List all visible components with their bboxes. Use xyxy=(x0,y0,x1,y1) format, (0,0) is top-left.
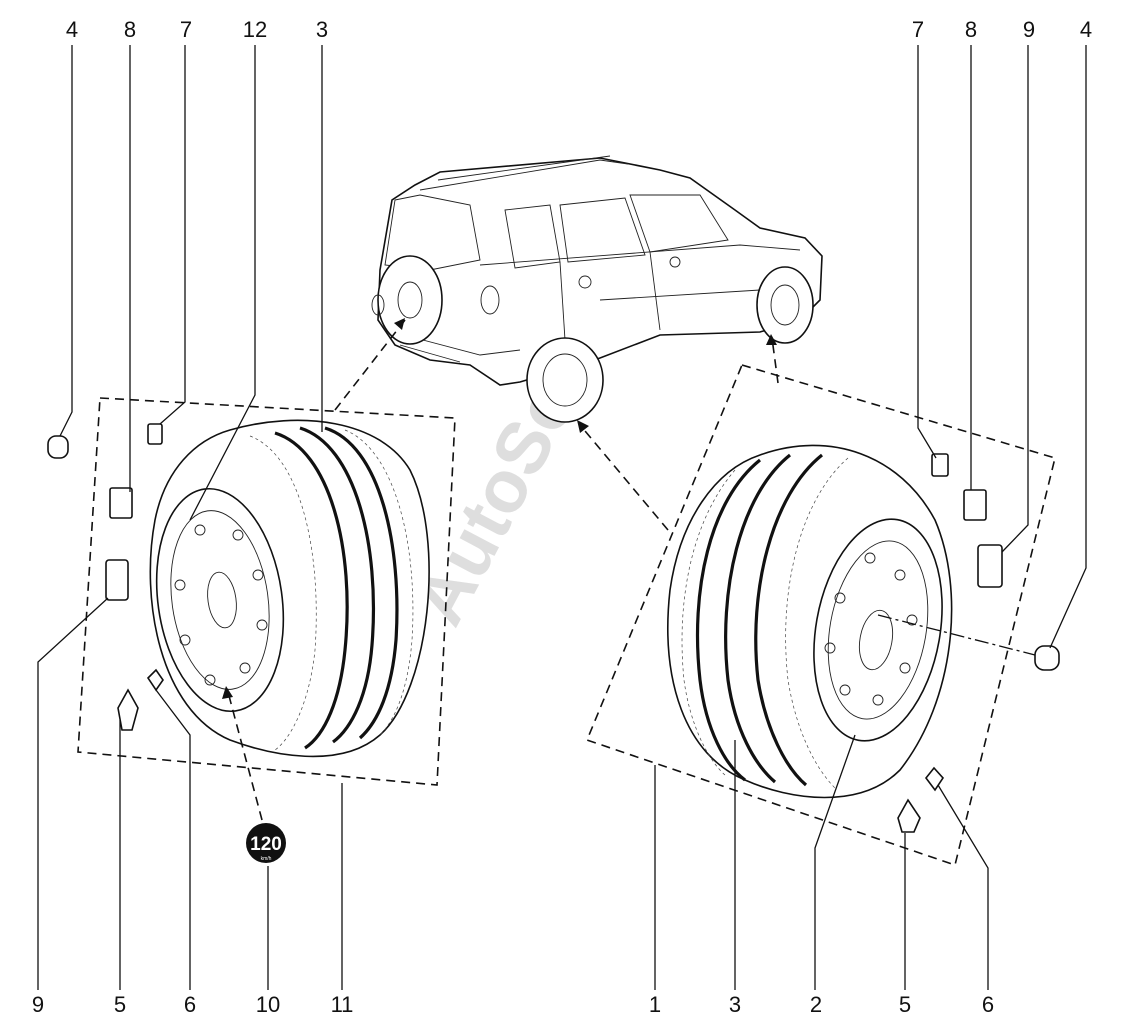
left-kit-boundary xyxy=(77,397,456,786)
callout-right-top-4: 4 xyxy=(1080,17,1092,42)
callout-left-bottom-2: 5 xyxy=(114,992,126,1017)
part-7-left xyxy=(147,423,163,445)
callout-right-top-2: 8 xyxy=(965,17,977,42)
badge-value: 120 xyxy=(250,834,282,855)
part-6-right xyxy=(924,766,945,792)
left-rim-holes xyxy=(174,524,268,686)
callout-right-bottom-1: 1 xyxy=(649,992,661,1017)
callout-labels: 4 8 7 12 3 7 8 9 4 9 5 6 10 11 1 3 2 5 6 xyxy=(32,17,1092,1017)
part-8-left xyxy=(109,487,133,519)
right-kit-boundary xyxy=(585,364,1056,867)
callout-right-bottom-4: 5 xyxy=(899,992,911,1017)
callout-right-top-1: 7 xyxy=(912,17,924,42)
part-8-right xyxy=(963,489,987,521)
callout-left-top-1: 4 xyxy=(66,17,78,42)
callout-left-top-4: 12 xyxy=(243,17,267,42)
leader-lines xyxy=(37,45,1087,990)
callout-left-bottom-3: 6 xyxy=(184,992,196,1017)
callout-right-bottom-5: 6 xyxy=(982,992,994,1017)
vehicle-illustration xyxy=(371,155,823,423)
left-wheel-assembly: 120 km/h xyxy=(47,397,456,863)
callout-left-top-3: 7 xyxy=(180,17,192,42)
part-4-right xyxy=(1034,645,1060,671)
callout-right-bottom-2: 3 xyxy=(729,992,741,1017)
part-5-left xyxy=(117,688,139,731)
part-6-left xyxy=(146,668,164,692)
callout-left-top-5: 3 xyxy=(316,17,328,42)
part-9-right xyxy=(977,544,1003,588)
speed-badge: 120 km/h xyxy=(246,823,286,863)
assembly-arrows xyxy=(334,318,779,531)
callout-right-bottom-3: 2 xyxy=(810,992,822,1017)
callout-left-bottom-5: 11 xyxy=(331,992,354,1017)
right-wheel-assembly xyxy=(585,364,1060,867)
callout-right-top-3: 9 xyxy=(1023,17,1035,42)
callout-left-bottom-4: 10 xyxy=(256,992,280,1017)
part-5-right xyxy=(897,798,921,833)
badge-small-text: km/h xyxy=(261,856,272,862)
part-4-left xyxy=(47,435,69,459)
callout-left-top-2: 8 xyxy=(124,17,136,42)
callout-left-bottom-1: 9 xyxy=(32,992,44,1017)
right-rim-holes xyxy=(824,552,918,706)
part-7-right xyxy=(931,453,949,477)
part-9-left xyxy=(105,559,129,601)
